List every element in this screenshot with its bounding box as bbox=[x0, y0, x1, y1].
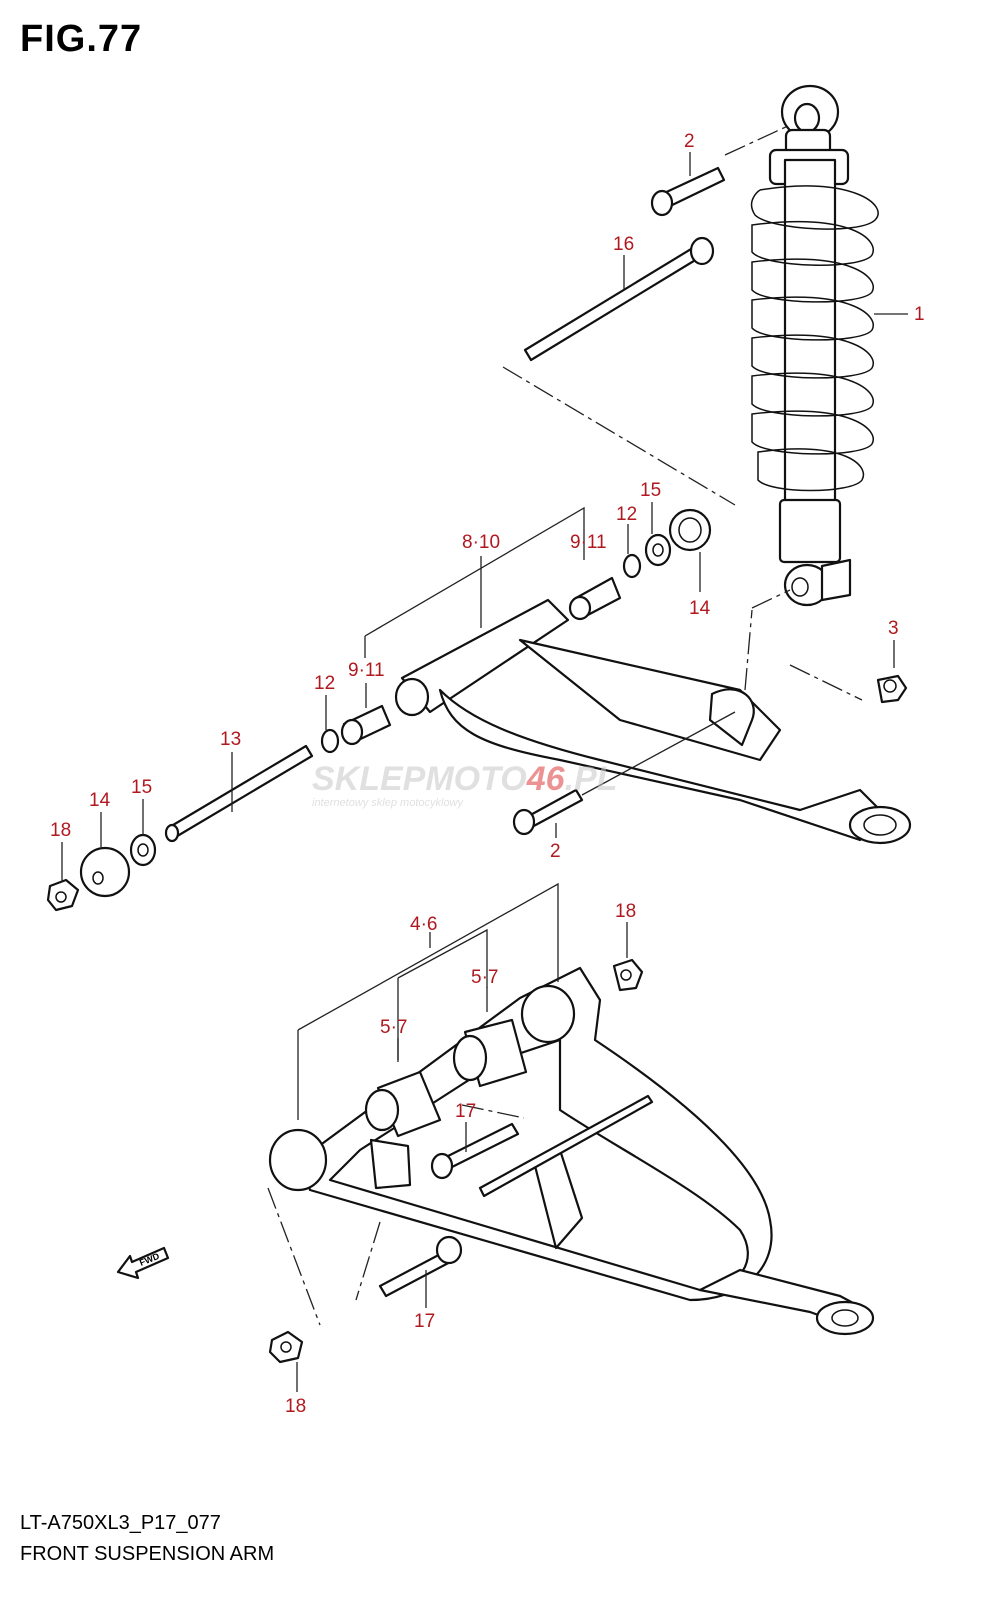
long-bolt bbox=[523, 236, 715, 362]
ring-12-top bbox=[622, 553, 642, 579]
watermark-brand-left: SKLEPMOTO bbox=[312, 760, 527, 798]
watermark: SKLEPMOTO46.PL internetowy sklep motocyk… bbox=[312, 760, 617, 809]
nut-3 bbox=[876, 674, 908, 704]
fwd-arrow-icon: FWD bbox=[116, 1246, 170, 1280]
callout-17-bottom: 17 bbox=[414, 1311, 435, 1332]
callout-8-10: 8·10 bbox=[462, 532, 500, 553]
callout-15-top: 15 bbox=[640, 480, 661, 501]
washer-15-top bbox=[644, 533, 672, 567]
shock-absorber bbox=[750, 84, 879, 607]
callout-18-bottom: 18 bbox=[285, 1396, 306, 1417]
callout-15-left: 15 bbox=[131, 777, 152, 798]
bolt-top bbox=[650, 166, 726, 217]
callout-2-mid: 2 bbox=[550, 841, 561, 862]
bolt-17-top bbox=[430, 1122, 520, 1180]
callout-14-top: 14 bbox=[689, 598, 711, 619]
callout-14-left: 14 bbox=[89, 790, 111, 811]
callout-18-left: 18 bbox=[50, 820, 71, 841]
washer-15-left bbox=[129, 833, 157, 867]
nut-18-bottom bbox=[268, 1330, 304, 1364]
svg-text:SKLEPMOTO46.PL: SKLEPMOTO46.PL bbox=[312, 760, 617, 798]
callout-1: 1 bbox=[914, 304, 925, 325]
sleeve-9-11-top bbox=[568, 576, 622, 621]
callout-4-6: 4·6 bbox=[410, 914, 437, 935]
callout-2-top: 2 bbox=[684, 131, 695, 152]
bushing-14-left bbox=[79, 846, 131, 898]
footer-code: LT-A750XL3_P17_077 bbox=[20, 1512, 221, 1534]
callout-9-11-top: 9·11 bbox=[570, 532, 607, 553]
callout-12-top: 12 bbox=[616, 504, 637, 525]
watermark-brand-right: .PL bbox=[565, 760, 618, 798]
figure-title: FIG.77 bbox=[20, 18, 143, 60]
callout-9-11-mid: 9·11 bbox=[348, 660, 385, 681]
callout-17-top: 17 bbox=[455, 1101, 476, 1122]
footer-name: FRONT SUSPENSION ARM bbox=[20, 1543, 275, 1565]
nut-18-right bbox=[612, 958, 644, 992]
callout-18-right: 18 bbox=[615, 901, 636, 922]
bushing-5-7-b bbox=[452, 1018, 528, 1088]
bushing-14-top bbox=[668, 508, 712, 552]
callout-13: 13 bbox=[220, 729, 241, 750]
callout-5-7-b: 5·7 bbox=[380, 1017, 407, 1038]
shaft-13 bbox=[164, 744, 314, 843]
callout-16: 16 bbox=[613, 234, 634, 255]
nut-18-left bbox=[46, 878, 80, 912]
watermark-tagline: internetowy sklep motocyklowy bbox=[312, 797, 465, 809]
ring-12-mid bbox=[320, 728, 340, 754]
bushing-5-7-a bbox=[364, 1070, 442, 1138]
bolt-17-bottom bbox=[378, 1235, 463, 1298]
callout-5-7-a: 5·7 bbox=[471, 967, 498, 988]
watermark-brand-num: 46 bbox=[526, 760, 566, 798]
lower-arm bbox=[268, 966, 875, 1336]
sleeve-9-11-mid bbox=[340, 704, 392, 746]
callout-12-mid: 12 bbox=[314, 673, 335, 694]
callout-3: 3 bbox=[888, 618, 899, 639]
bolt-mid bbox=[512, 788, 584, 836]
upper-arm bbox=[394, 598, 912, 845]
